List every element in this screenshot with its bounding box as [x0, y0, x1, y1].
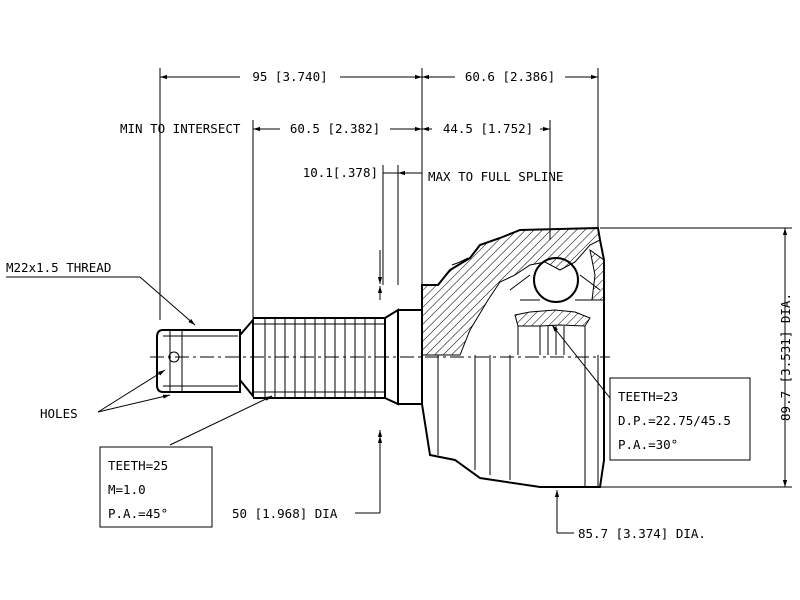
label-holes: HOLES	[40, 406, 78, 421]
label-thread: M22x1.5 THREAD	[6, 260, 111, 275]
dim-joint-offset: 44.5 [1.752]	[443, 121, 533, 136]
leaders: M22x1.5 THREAD HOLES 50 [1.968] DIA 85.7…	[6, 228, 788, 541]
dim-max-spline-value: 10.1[.378]	[303, 165, 378, 180]
dimension-overall: 95 [3.740] 60.6 [2.386]	[160, 69, 598, 84]
spec-box-inner-spline: TEETH=23 D.P.=22.75/45.5 P.A.=30°	[609, 377, 751, 461]
dim-stem-length: 60.5 [2.382]	[290, 121, 380, 136]
label-outer-dia: 89.7 [3.531] DIA.	[778, 293, 793, 421]
spline-lines	[253, 318, 385, 398]
inner-spline-pitch: D.P.=22.75/45.5	[618, 413, 731, 428]
inner-spline-teeth: TEETH=23	[618, 389, 678, 404]
spec-box-outer-spline: TEETH=25 M=1.0 P.A.=45°	[99, 446, 213, 528]
outer-spline-teeth: TEETH=25	[108, 458, 168, 473]
dimension-stem: MIN TO INTERSECT 60.5 [2.382] 44.5 [1.75…	[120, 121, 550, 136]
dim-min-intersect: MIN TO INTERSECT	[120, 121, 241, 136]
dim-overall-left: 95 [3.740]	[252, 69, 327, 84]
inner-spline-pa: P.A.=30°	[618, 437, 678, 452]
dimension-spline: 10.1[.378] MAX TO FULL SPLINE	[303, 165, 564, 184]
dim-max-spline-text: MAX TO FULL SPLINE	[428, 169, 563, 184]
extension-lines	[159, 68, 792, 488]
label-seal-dia: 50 [1.968] DIA	[232, 506, 338, 521]
outer-spline-pa: P.A.=45°	[108, 506, 168, 521]
outer-spline-module: M=1.0	[108, 482, 146, 497]
cv-joint-outline	[150, 226, 610, 488]
dim-overall-right: 60.6 [2.386]	[465, 69, 555, 84]
label-body-dia: 85.7 [3.374] DIA.	[578, 526, 706, 541]
